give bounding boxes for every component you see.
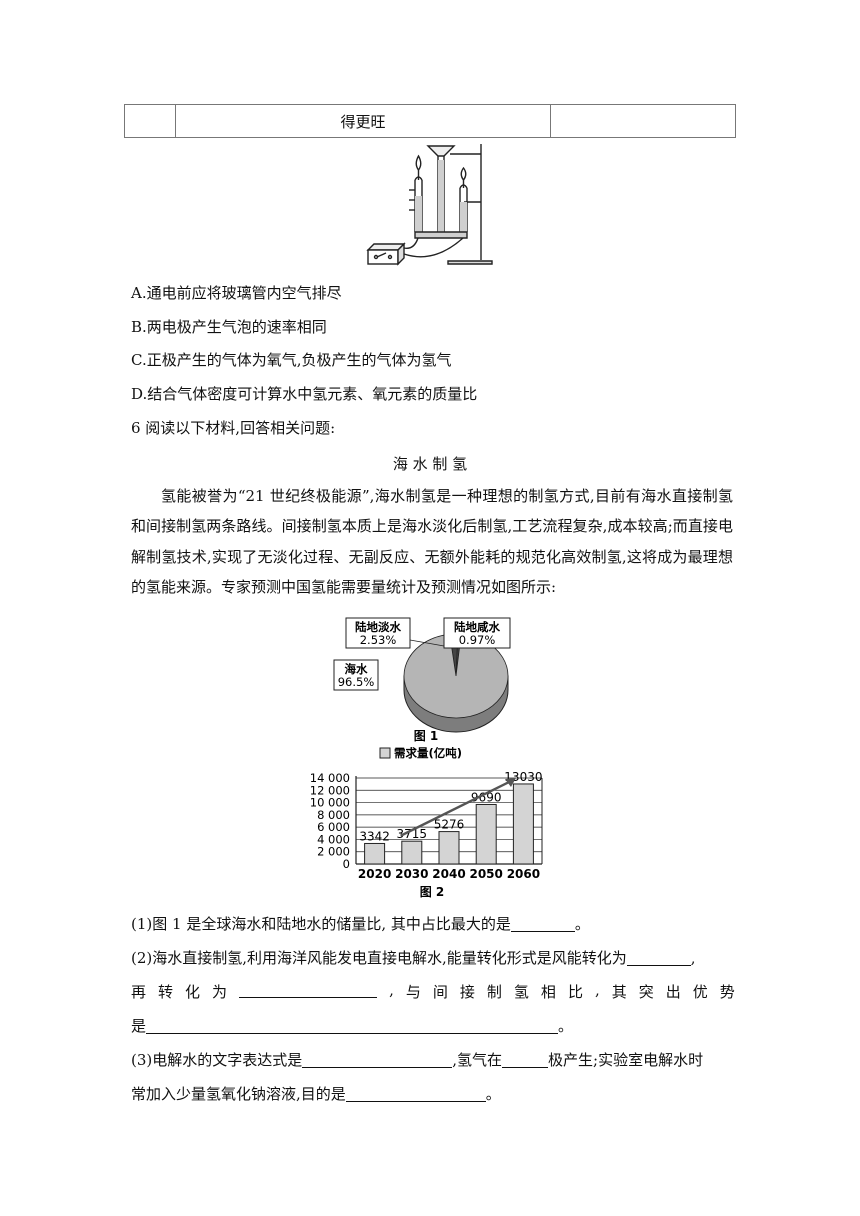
spread-char: 出 — [665, 983, 681, 1001]
spread-char: 氢 — [513, 983, 529, 1001]
spread-char: 比 — [567, 983, 583, 1001]
spread-char: , — [389, 981, 394, 999]
option-d: D.结合气体密度可计算水中氢元素、氧元素的质量比 — [131, 385, 478, 403]
spread-char: 其 — [611, 983, 627, 1001]
answer-blank-1[interactable] — [510, 915, 575, 932]
bar-2020 — [364, 842, 386, 865]
option-a: A.通电前应将玻璃管内空气排尽 — [131, 284, 342, 302]
spread-char: 制 — [486, 983, 502, 1001]
sub-question-3-line-1: (3)电解水的文字表达式是,氢气在极产生;实验室电解水时 — [131, 1051, 704, 1069]
bar-value-label: 9690 — [471, 790, 502, 804]
slice-value: 0.97% — [459, 633, 496, 647]
spread-char: 突 — [638, 983, 654, 1001]
answer-blank-2c[interactable] — [146, 1017, 559, 1034]
trend-arrow-head — [504, 778, 516, 787]
electrolysis-apparatus-figure — [366, 144, 493, 266]
answer-blank-2a[interactable] — [626, 949, 691, 966]
y-tick-label: 8 000 — [317, 808, 350, 822]
pie-chart-figure: 陆地淡水 2.53% 陆地咸水 0.97% 海水 96.5% 图 1 — [333, 617, 511, 743]
table-row: 得更旺 — [124, 104, 736, 138]
bar-2050 — [475, 803, 497, 865]
bar-2040 — [438, 831, 460, 865]
table-cell — [124, 104, 176, 138]
option-b: B.两电极产生气泡的速率相同 — [131, 318, 327, 336]
spread-char: 与 — [405, 983, 421, 1001]
legend-swatch — [379, 747, 391, 759]
answer-blank-3b[interactable] — [502, 1051, 549, 1068]
x-tick-label: 2040 — [432, 867, 465, 881]
sub-question-3-line-2: 常加入少量氢氧化钠溶液,目的是。 — [131, 1085, 501, 1103]
spread-char: 接 — [459, 983, 475, 1001]
spread-char: 再 — [131, 983, 147, 1001]
x-tick-label: 2050 — [469, 867, 502, 881]
pie-label-land-fresh: 陆地淡水 2.53% — [345, 617, 411, 649]
passage-text: 氢能被誉为“21 世纪终极能源”,海水制氢是一种理想的制氢方式,目前有海水直接制… — [131, 487, 733, 596]
table-cell — [550, 104, 736, 138]
question-6-intro: 6 阅读以下材料,回答相关问题: — [131, 419, 336, 437]
y-tick-label: 14 000 — [310, 771, 350, 785]
x-tick-label: 2060 — [507, 867, 540, 881]
x-tick-label: 2020 — [358, 867, 391, 881]
bar-value-label: 3715 — [397, 827, 428, 841]
continued-table: 得更旺 — [124, 104, 736, 138]
y-tick-label: 4 000 — [317, 832, 350, 846]
answer-blank-3a[interactable] — [302, 1051, 453, 1068]
sub-question-2-line-1: (2)海水直接制氢,利用海洋风能发电直接电解水,能量转化形式是风能转化为, — [131, 949, 696, 967]
slice-label: 陆地淡水 — [355, 620, 401, 634]
spread-char: 转 — [158, 983, 174, 1001]
answer-blank-3c[interactable] — [345, 1085, 486, 1102]
leader-line — [409, 639, 445, 647]
bar-2030 — [401, 840, 423, 865]
option-c: C.正极产生的气体为氧气,负极产生的气体为氢气 — [131, 351, 452, 369]
spread-char: 间 — [432, 983, 448, 1001]
slice-value: 96.5% — [338, 675, 375, 689]
slice-label: 陆地咸水 — [454, 620, 500, 634]
spread-char: 相 — [540, 983, 556, 1001]
passage-title: 海 水 制 氢 — [392, 455, 468, 473]
y-tick-label: 12 000 — [310, 783, 350, 797]
bar-2060 — [512, 783, 534, 865]
y-tick-label: 6 000 — [317, 820, 350, 834]
pie-label-seawater: 海水 96.5% — [333, 659, 379, 691]
x-tick-label: 2030 — [395, 867, 428, 881]
spread-char: , — [594, 981, 600, 999]
legend-label: 需求量(亿吨) — [394, 746, 462, 760]
spread-char: 势 — [719, 983, 735, 1001]
spread-char: 为 — [212, 983, 228, 1001]
trend-arrow — [400, 779, 513, 837]
table-cell-text: 得更旺 — [175, 104, 551, 138]
slice-label: 海水 — [345, 662, 368, 676]
y-tick-label: 10 000 — [310, 796, 350, 810]
y-tick-label: 2 000 — [317, 845, 350, 859]
sub-question-1: (1)图 1 是全球海水和陆地水的储量比, 其中占比最大的是。 — [131, 915, 590, 933]
slice-value: 2.53% — [360, 633, 397, 647]
spread-char: 优 — [692, 983, 708, 1001]
pie-slice-seawater — [403, 633, 509, 719]
answer-blank-2b[interactable] — [239, 981, 378, 998]
pie-label-land-salt: 陆地咸水 0.97% — [443, 617, 511, 649]
bar-value-label: 5276 — [434, 818, 465, 832]
bar-value-label: 3342 — [359, 829, 390, 843]
y-tick-label: 0 — [343, 857, 350, 871]
sub-question-2-line-3: 是。 — [131, 1017, 574, 1035]
sub-question-2-line-2: 再转化为, 与间接制氢相比, 其突出优势 — [131, 981, 735, 1002]
figure-2-caption: 图 2 — [420, 885, 445, 899]
spread-char: 化 — [185, 983, 201, 1001]
figure-1-caption: 图 1 — [414, 729, 439, 743]
